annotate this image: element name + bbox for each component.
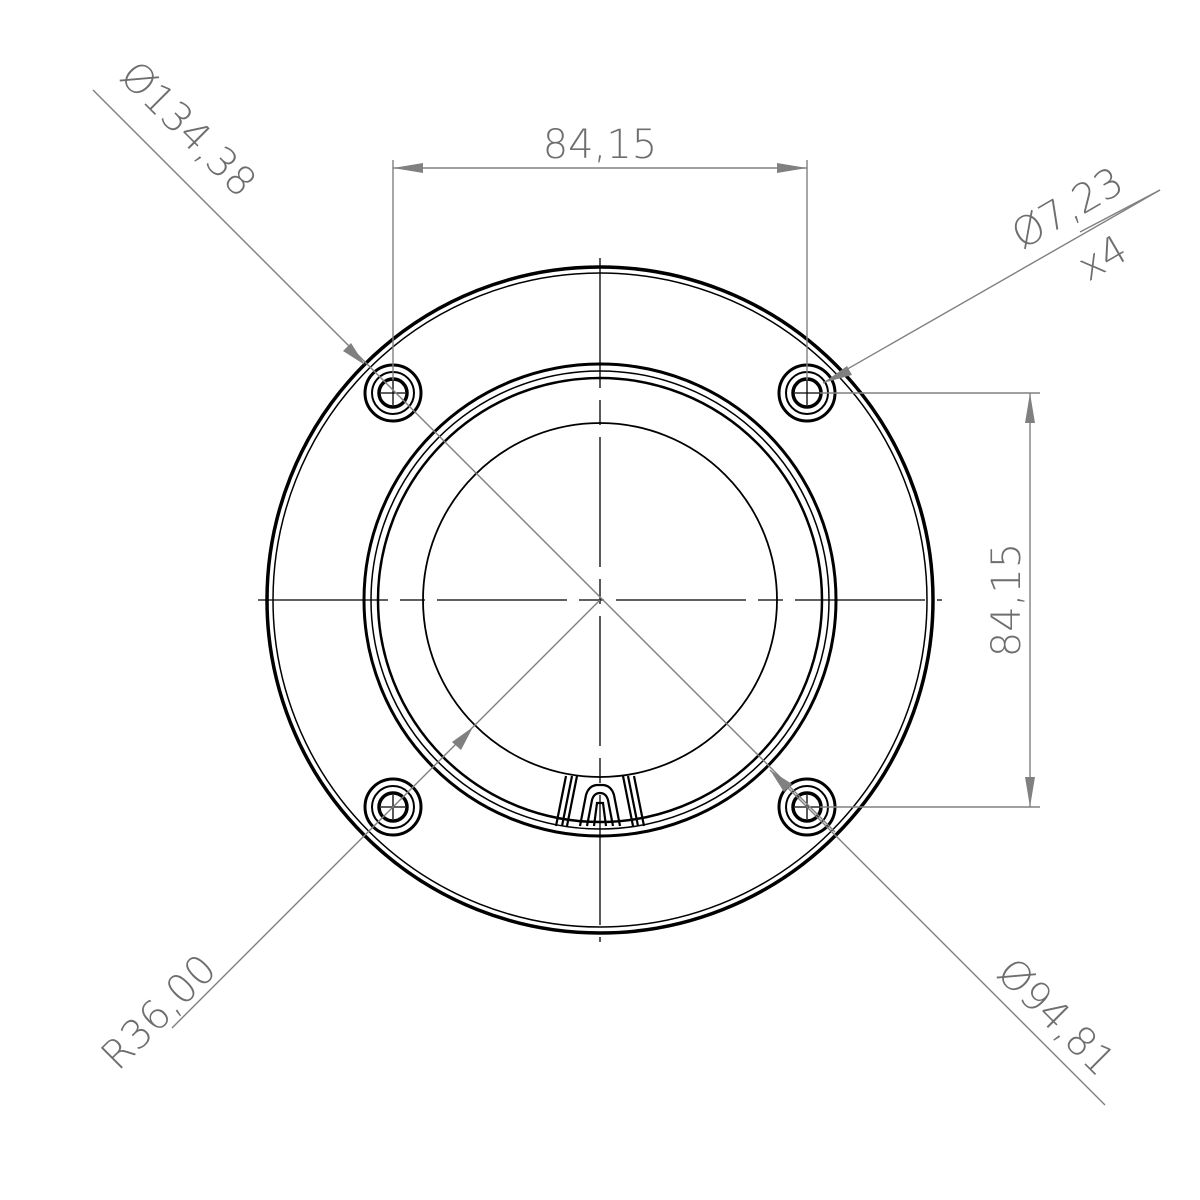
horizontal-spacing-label: 84,15 [543, 122, 658, 168]
vertical-spacing-label: 84,15 [984, 543, 1030, 658]
mounting-hole [363, 777, 423, 837]
dimension-lines [92, 89, 1161, 1106]
bolt-circle-diameter-label: Ø94,81 [988, 950, 1124, 1086]
dimension-labels: 84,15 84,15 Ø134,38 Ø7,23 x4 R36,00 Ø94,… [93, 53, 1136, 1086]
radius-label: R36,00 [93, 946, 226, 1079]
outer-diameter-label: Ø134,38 [111, 53, 265, 207]
